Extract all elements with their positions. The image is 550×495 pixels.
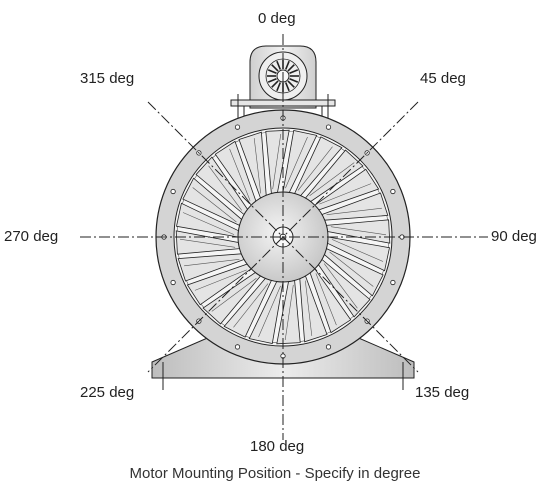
label-180-deg: 180 deg	[250, 438, 305, 455]
label-90-deg: 90 deg	[491, 228, 537, 245]
blade-crease	[305, 280, 313, 336]
ring-bolt	[325, 124, 332, 130]
label-315-deg: 315 deg	[80, 70, 135, 87]
ring-bolt	[325, 344, 332, 350]
blade-crease	[179, 238, 236, 248]
blade-crease	[297, 146, 333, 191]
blade-crease	[272, 133, 282, 190]
blade-crease	[182, 212, 235, 235]
motor-fin	[267, 69, 277, 75]
blade-crease	[192, 187, 237, 223]
ring-bolt	[234, 124, 241, 130]
blade-crease	[184, 259, 240, 267]
blade-crease	[326, 207, 382, 215]
motor-fin	[271, 80, 279, 88]
blade-crease	[315, 273, 337, 326]
label-45-deg: 45 deg	[420, 70, 466, 87]
position-axes	[80, 34, 488, 440]
motor-fin	[271, 64, 279, 72]
ring-bolt	[390, 188, 396, 195]
blade-crease	[309, 162, 355, 197]
motor-fin	[287, 64, 295, 72]
blade-crease	[331, 239, 384, 262]
ring-bolt	[170, 188, 176, 195]
blade-crease	[194, 269, 247, 291]
label-225-deg: 225 deg	[80, 384, 135, 401]
label-270-deg: 270 deg	[4, 228, 59, 245]
motor-fin	[289, 69, 299, 75]
motor-fin	[284, 60, 290, 70]
motor-fin	[287, 80, 295, 88]
label-135-deg: 135 deg	[415, 384, 470, 401]
blade-crease	[233, 283, 269, 328]
motor-fin	[276, 82, 282, 92]
blade-crease	[229, 148, 251, 201]
diagram-caption: Motor Mounting Position - Specify in deg…	[129, 465, 421, 482]
motor-fin	[284, 82, 290, 92]
blade-crease	[253, 138, 261, 194]
motor-fin	[289, 77, 299, 83]
blade-crease	[258, 285, 281, 338]
blade-crease	[208, 165, 243, 211]
blade-crease	[285, 136, 308, 189]
blade-crease	[329, 251, 374, 287]
ring-bolt	[390, 279, 396, 286]
ring-bolt	[170, 279, 176, 286]
blade-crease	[330, 226, 387, 236]
blade-crease	[211, 277, 257, 312]
motor-fin	[276, 60, 282, 70]
blade-crease	[323, 263, 358, 309]
label-0-deg: 0 deg	[258, 10, 296, 27]
blade-crease	[319, 183, 372, 205]
blade-crease	[284, 284, 294, 341]
ring-bolt	[234, 344, 241, 350]
motor-fin	[267, 77, 277, 83]
